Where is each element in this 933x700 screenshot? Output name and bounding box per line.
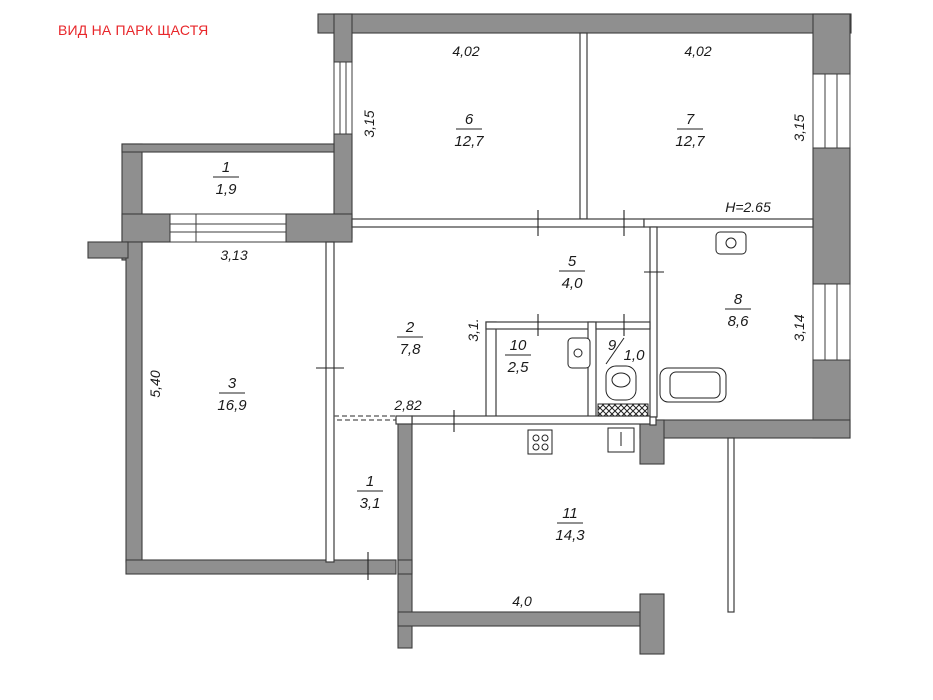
room-8-number: 8 — [734, 291, 743, 308]
fixtures — [527, 231, 747, 455]
room-10-number: 10 — [510, 337, 527, 354]
dim-3-13: 3,13 — [220, 247, 247, 263]
wall-kitchen-pillar — [639, 593, 665, 655]
wall-balcony-top — [121, 143, 335, 153]
wall-r6-left-upper — [333, 13, 353, 63]
wall-right-mid — [812, 147, 851, 285]
room-8-area: 8,6 — [728, 313, 750, 330]
room-7: 7 12,7 — [675, 111, 705, 150]
room-6: 6 12,7 — [454, 111, 484, 150]
dim-4-02-a: 4,02 — [452, 43, 479, 59]
windows — [169, 61, 851, 361]
room-5-area: 4,0 — [562, 275, 584, 292]
room-1b: 1 3,1 — [357, 473, 383, 512]
wall-window-right — [285, 213, 353, 243]
dim-2-82: 2,82 — [393, 397, 421, 413]
room-6-number: 6 — [465, 111, 474, 128]
room-1b-number: 1 — [366, 473, 374, 490]
dim-5-40: 5,40 — [147, 370, 163, 397]
room-5-number: 5 — [568, 253, 577, 270]
ceiling-height: H=2.65 — [725, 199, 771, 215]
room-2: 2 7,8 — [397, 319, 423, 358]
room-11: 11 14,3 — [555, 505, 585, 544]
room-11-area: 14,3 — [555, 527, 585, 544]
wall-right-top — [812, 13, 851, 75]
wall-corner — [397, 559, 413, 575]
wall-bath-bottom — [639, 419, 851, 439]
wall-top — [317, 13, 852, 34]
wall-stub — [87, 241, 129, 259]
room-2-area: 7,8 — [400, 341, 422, 358]
room-1b-area: 3,1 — [360, 495, 381, 512]
room-8: 8 8,6 — [725, 291, 751, 330]
dimension-labels: 4,02 4,02 3,15 3,15 H=2.65 3,13 5,40 3,1… — [147, 43, 807, 609]
wall-r3-left — [125, 241, 143, 563]
dim-4-02-b: 4,02 — [684, 43, 711, 59]
plan-title: ВИД НА ПАРК ЩАСТЯ — [58, 22, 209, 38]
shaft-hatch — [597, 403, 649, 417]
room-7-area: 12,7 — [675, 133, 705, 150]
room-9-area: 1,0 — [624, 347, 646, 364]
room-9: 9 1,0 — [605, 337, 646, 365]
room-5: 5 4,0 — [559, 253, 585, 292]
wall-bottom-left — [125, 559, 397, 575]
room-9-number: 9 — [608, 337, 617, 354]
dim-3-1: 3,1. — [465, 318, 481, 341]
room-6-area: 12,7 — [454, 133, 484, 150]
wall-bath-corner — [639, 419, 665, 465]
room-1a: 1 1,9 — [213, 159, 239, 198]
door-marks — [316, 210, 664, 580]
walls — [87, 13, 852, 655]
dim-3-15-b: 3,15 — [791, 114, 807, 141]
dim-4-0: 4,0 — [512, 593, 532, 609]
stove-icon — [527, 429, 553, 455]
room-3-number: 3 — [228, 375, 237, 392]
room-11-number: 11 — [562, 505, 578, 522]
room-10-area: 2,5 — [507, 359, 530, 376]
partitions — [325, 32, 814, 613]
dim-3-15-a: 3,15 — [361, 110, 377, 137]
room-1a-area: 1,9 — [216, 181, 238, 198]
room-2-number: 2 — [405, 319, 415, 336]
room-3-area: 16,9 — [217, 397, 247, 414]
wall-window-left — [121, 213, 171, 243]
wall-kitchen-bottom — [397, 611, 643, 627]
room-labels: 6 12,7 7 12,7 1 1,9 5 4,0 2 7,8 8 8,6 — [213, 111, 751, 544]
room-1a-number: 1 — [222, 159, 230, 176]
room-3: 3 16,9 — [217, 375, 247, 414]
room-10: 10 2,5 — [505, 337, 531, 376]
room-7-number: 7 — [686, 111, 695, 128]
dim-3-14: 3,14 — [791, 314, 807, 341]
